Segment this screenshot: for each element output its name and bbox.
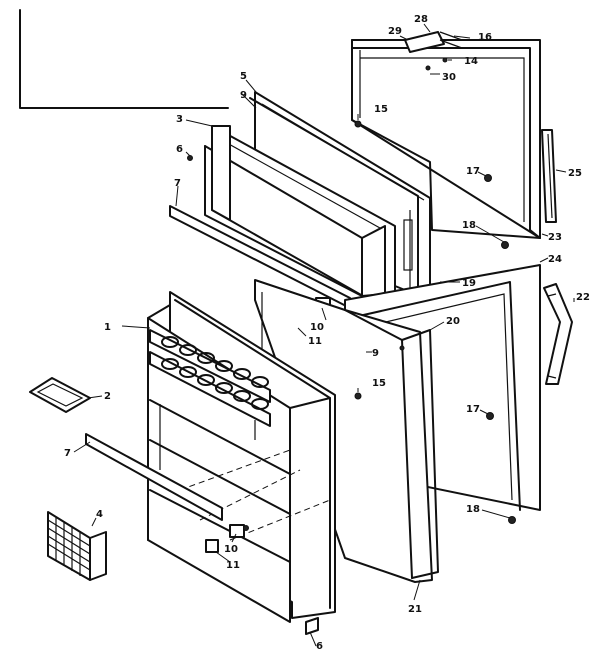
fresh-food-fasteners [354, 345, 516, 524]
callout-9-freezer: 9 [240, 90, 247, 101]
callout-10-fresh-food: 10 [224, 544, 238, 555]
callout-10-freezer: 10 [310, 322, 324, 333]
callout-29: 29 [388, 26, 402, 37]
callout-6-freezer: 6 [176, 144, 183, 155]
freezer-fasteners [354, 120, 509, 249]
grille-panel [47, 511, 107, 581]
door-shelves [149, 399, 291, 563]
callout-23: 23 [548, 232, 562, 243]
freezer-door-shelf [204, 125, 396, 301]
callout-2: 2 [104, 391, 111, 402]
fresh-food-hinge-hardware [205, 524, 319, 635]
callout-5: 5 [240, 71, 247, 82]
callout-7-upper: 7 [174, 178, 181, 189]
callout-19: 19 [462, 278, 476, 289]
callout-15-freezer: 15 [374, 104, 388, 115]
callout-11-fresh-food: 11 [226, 560, 240, 571]
corner-bracket [19, 9, 229, 109]
freezer-handle-top [404, 31, 463, 71]
egg-tray-cups-row1 [161, 336, 269, 388]
callout-25: 25 [568, 168, 582, 179]
fresh-food-door-liner [254, 279, 439, 583]
callout-17-freezer: 17 [466, 166, 480, 177]
callout-1: 1 [104, 322, 111, 333]
egg-tray-cups-row2 [161, 358, 269, 410]
callout-18-fresh-food: 18 [466, 504, 480, 515]
egg-tray [149, 329, 271, 427]
callout-14: 14 [464, 56, 478, 67]
callout-4: 4 [96, 509, 103, 520]
callout-labels: 1 2 3 4 5 6 6 7 7 9 9 10 10 11 11 14 15 … [64, 14, 590, 652]
callout-28: 28 [414, 14, 428, 25]
freezer-door-outer-panel [351, 39, 541, 239]
callout-18-freezer: 18 [462, 220, 476, 231]
callout-9-fresh-food: 9 [372, 348, 379, 359]
butter-compartment [29, 377, 91, 413]
callout-17-fresh-food: 17 [466, 404, 480, 415]
callout-3: 3 [176, 114, 183, 125]
callout-11-freezer: 11 [308, 336, 322, 347]
leader-lines [73, 23, 575, 647]
callout-7-lower: 7 [64, 448, 71, 459]
freezer-side-trim [541, 129, 557, 223]
callout-20: 20 [446, 316, 460, 327]
callout-22: 22 [576, 292, 590, 303]
alignment-guides [179, 449, 331, 541]
callout-30: 30 [442, 72, 456, 83]
callout-21: 21 [408, 604, 422, 615]
callout-24: 24 [548, 254, 562, 265]
fresh-food-handle [543, 283, 573, 385]
callout-15-fresh-food: 15 [372, 378, 386, 389]
callout-6-fresh-food: 6 [316, 641, 323, 652]
callout-16: 16 [478, 32, 492, 43]
shelf-retainer-bar-lower [85, 433, 223, 521]
